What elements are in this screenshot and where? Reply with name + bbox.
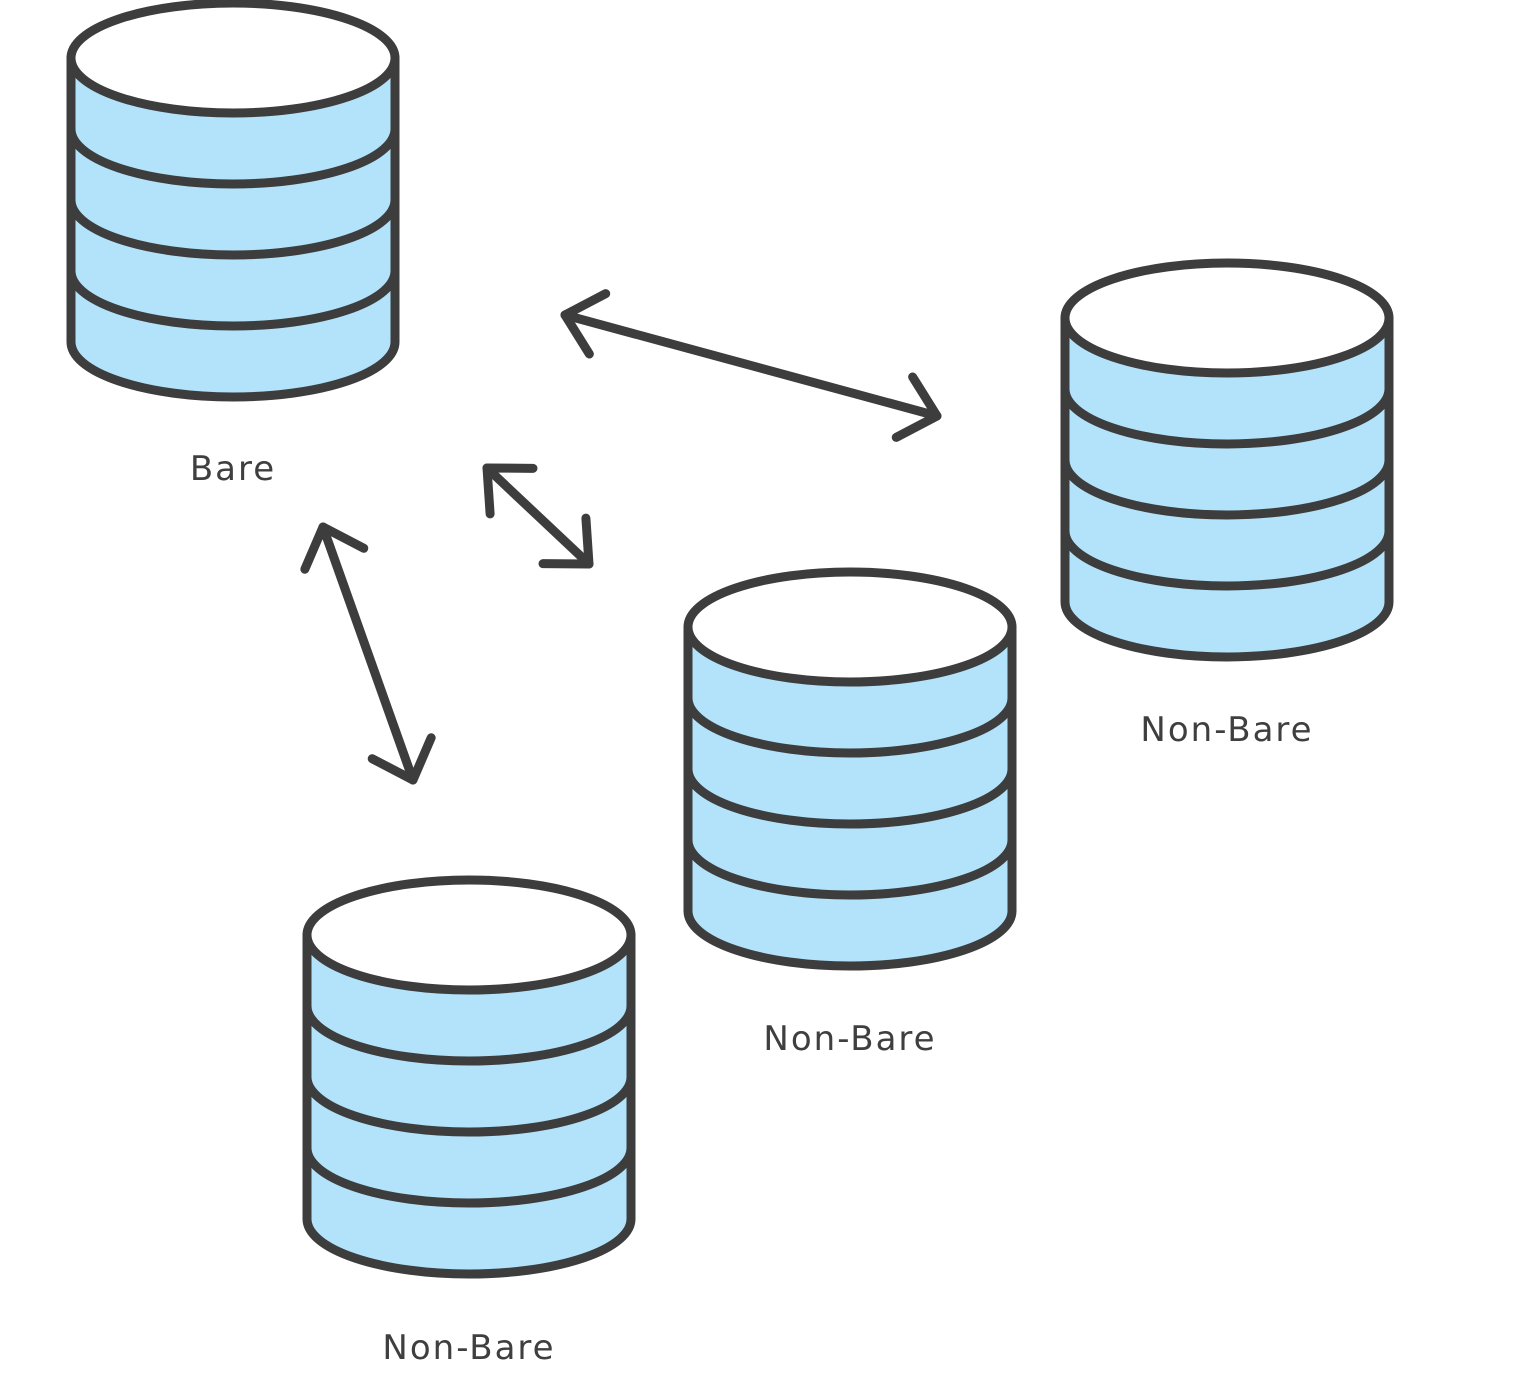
bare-repo-db-icon [66,0,400,402]
db-band-line [302,1005,636,1066]
sync-arrow-non-bare-repo-3 [560,289,942,442]
db-body [683,622,1017,971]
db-band-line [66,199,400,260]
db-band-line [66,270,400,331]
db-band-line [683,768,1017,829]
db-top [66,0,400,118]
bare-repo-label: Bare [189,449,277,489]
non-bare-repo-3-db-icon [1060,258,1394,662]
non-bare-repo-3-label: Non-Bare [1140,710,1314,750]
db-top [683,567,1017,687]
arrow-head [300,522,369,574]
db-body [302,930,636,1279]
db-band-line [683,839,1017,900]
db-band-line [1060,459,1394,520]
db-band-line [1060,388,1394,449]
non-bare-repo-2-label: Non-Bare [763,1019,937,1059]
sync-arrow-non-bare-repo-2 [482,463,594,569]
db-band-line [1060,530,1394,591]
arrow-head [482,463,538,519]
arrow-head [367,733,436,785]
db-top [1060,258,1394,378]
arrow-head [891,372,942,442]
arrow-shaft [482,463,594,569]
non-bare-repo-2-db-icon [683,567,1017,971]
arrow-head [538,513,594,569]
db-top [302,875,636,995]
db-band-line [683,697,1017,758]
db-band-line [302,1147,636,1208]
db-band-line [66,128,400,189]
sync-arrow-non-bare-repo-1 [300,522,436,785]
db-body [1060,313,1394,662]
non-bare-repo-1-label: Non-Bare [382,1328,556,1368]
arrow-shaft [560,310,942,421]
arrow-shaft [318,522,418,785]
db-band-line [302,1076,636,1137]
arrow-head [560,289,611,359]
db-body [66,53,400,402]
non-bare-repo-1-db-icon [302,875,636,1279]
